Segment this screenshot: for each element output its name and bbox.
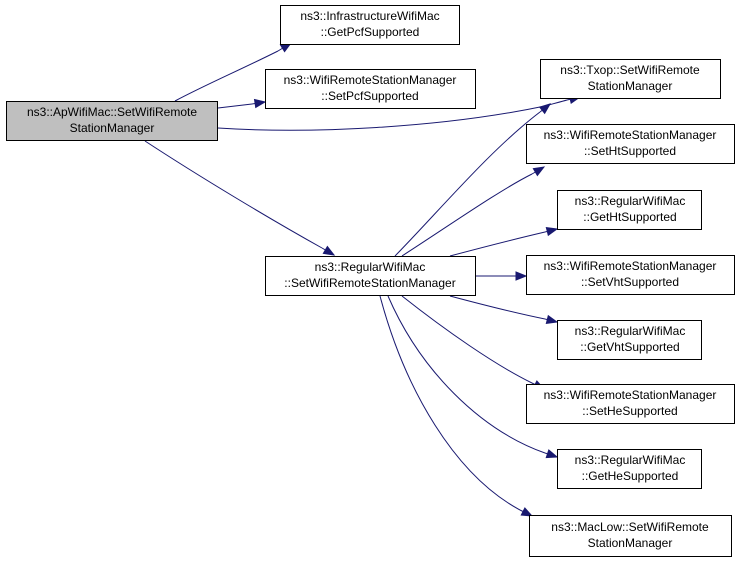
edge-line xyxy=(449,295,546,320)
edge-line xyxy=(387,295,546,454)
node-regular-get-vht-line2: ::GetVhtSupported xyxy=(580,340,679,354)
edge-root-to-wrsm-set-pcf xyxy=(217,98,267,109)
edge-line xyxy=(174,50,279,102)
edge-line xyxy=(217,103,253,109)
node-wrsm-set-vht-line1: ns3::WifiRemoteStationManager xyxy=(544,259,717,273)
node-regular-get-vht-line1: ns3::RegularWifiMac xyxy=(575,324,686,338)
node-root-line1: ns3::ApWifiMac::SetWifiRemote xyxy=(27,105,197,119)
edge-regular-set-wrsm-to-regular-get-vht xyxy=(449,295,559,325)
node-root[interactable]: ns3::ApWifiMac::SetWifiRemote StationMan… xyxy=(6,101,218,141)
edge-line-tail xyxy=(539,103,551,113)
node-wrsm-set-vht-line2: ::SetVhtSupported xyxy=(581,275,679,289)
edge-line xyxy=(217,99,568,131)
node-infra-get-pcf-line1: ns3::InfrastructureWifiMac xyxy=(300,9,439,23)
node-regular-get-he-line2: ::GetHeSupported xyxy=(582,469,679,483)
node-wrsm-set-he[interactable]: ns3::WifiRemoteStationManager ::SetHeSup… xyxy=(526,384,735,424)
node-maclow-set-wrsm-line2: StationManager xyxy=(588,536,673,550)
node-wrsm-set-ht-line1: ns3::WifiRemoteStationManager xyxy=(544,128,717,142)
node-regular-set-wrsm-line1: ns3::RegularWifiMac xyxy=(315,260,426,274)
node-wrsm-set-pcf-line2: ::SetPcfSupported xyxy=(321,89,418,103)
edge-regular-set-wrsm-to-regular-get-ht xyxy=(449,226,559,257)
edge-line-tail xyxy=(531,166,545,175)
node-wrsm-set-pcf-line1: ns3::WifiRemoteStationManager xyxy=(284,73,457,87)
node-wrsm-set-he-line1: ns3::WifiRemoteStationManager xyxy=(544,388,717,402)
edge-line-tail xyxy=(544,452,558,458)
node-root-line2: StationManager xyxy=(70,121,155,135)
edge-regular-set-wrsm-to-txop-set-wrsm xyxy=(394,103,552,257)
node-regular-get-ht-line1: ns3::RegularWifiMac xyxy=(575,194,686,208)
node-regular-get-he[interactable]: ns3::RegularWifiMac ::GetHeSupported xyxy=(557,449,702,489)
node-regular-get-he-line1: ns3::RegularWifiMac xyxy=(575,453,686,467)
node-infra-get-pcf[interactable]: ns3::InfrastructureWifiMac ::GetPcfSuppo… xyxy=(280,5,460,45)
nodes-layer: ns3::ApWifiMac::SetWifiRemote StationMan… xyxy=(6,5,735,557)
node-infra-get-pcf-line2: ::GetPcfSupported xyxy=(321,25,420,39)
edge-line-tail xyxy=(321,247,335,256)
edge-line-tail xyxy=(544,318,558,323)
edge-root-to-regular-set-wrsm xyxy=(144,140,336,256)
node-regular-get-ht[interactable]: ns3::RegularWifiMac ::GetHtSupported xyxy=(557,190,702,230)
node-maclow-set-wrsm-line1: ns3::MacLow::SetWifiRemote xyxy=(551,520,709,534)
edge-line xyxy=(144,140,323,249)
edge-regular-set-wrsm-to-wrsm-set-he xyxy=(401,295,546,390)
edge-regular-set-wrsm-to-wrsm-set-vht xyxy=(476,271,528,281)
node-txop-set-wrsm-line1: ns3::Txop::SetWifiRemote xyxy=(560,63,700,77)
node-wrsm-set-he-line2: ::SetHeSupported xyxy=(582,404,677,418)
node-wrsm-set-ht-line2: ::SetHtSupported xyxy=(584,144,676,158)
edge-line xyxy=(394,111,541,257)
edge-line xyxy=(401,295,533,384)
node-regular-get-ht-line2: ::GetHtSupported xyxy=(583,210,676,224)
node-txop-set-wrsm[interactable]: ns3::Txop::SetWifiRemote StationManager xyxy=(540,59,721,99)
node-wrsm-set-vht[interactable]: ns3::WifiRemoteStationManager ::SetVhtSu… xyxy=(526,255,735,295)
node-regular-set-wrsm[interactable]: ns3::RegularWifiMac ::SetWifiRemoteStati… xyxy=(265,256,476,296)
node-regular-set-wrsm-line2: ::SetWifiRemoteStationManager xyxy=(284,276,455,290)
edge-line xyxy=(401,173,533,257)
edge-line-tail xyxy=(544,228,558,233)
node-wrsm-set-pcf[interactable]: ns3::WifiRemoteStationManager ::SetPcfSu… xyxy=(265,69,476,109)
edge-regular-set-wrsm-to-wrsm-set-ht xyxy=(401,166,546,257)
edge-line xyxy=(379,295,521,511)
node-wrsm-set-ht[interactable]: ns3::WifiRemoteStationManager ::SetHtSup… xyxy=(526,124,735,164)
node-regular-get-vht[interactable]: ns3::RegularWifiMac ::GetVhtSupported xyxy=(557,320,702,360)
edge-regular-set-wrsm-to-maclow-set-wrsm xyxy=(379,295,534,517)
node-maclow-set-wrsm[interactable]: ns3::MacLow::SetWifiRemote StationManage… xyxy=(529,515,732,557)
edge-line xyxy=(449,231,546,257)
node-txop-set-wrsm-line2: StationManager xyxy=(588,79,673,93)
edge-line-tail xyxy=(251,101,266,105)
edge-regular-set-wrsm-to-regular-get-he xyxy=(387,295,559,459)
